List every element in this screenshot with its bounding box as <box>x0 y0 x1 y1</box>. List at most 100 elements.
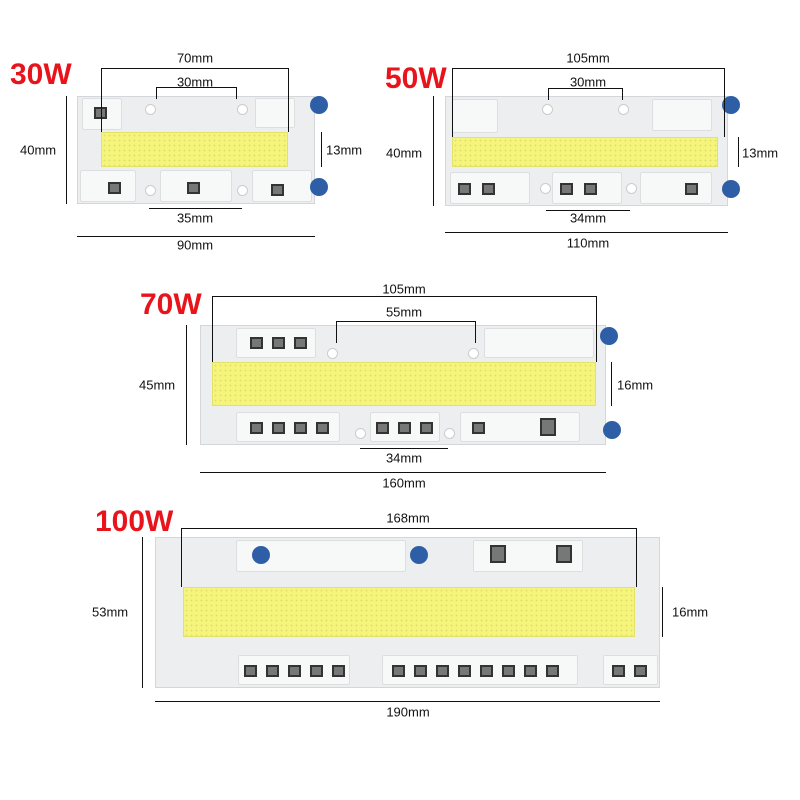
pad <box>484 328 594 358</box>
height-label: 40mm <box>20 142 57 158</box>
chip <box>244 665 257 677</box>
dimension-line <box>475 321 476 343</box>
strip-height-label: 16mm <box>672 604 709 620</box>
chip <box>187 182 200 194</box>
led-strip <box>101 132 288 167</box>
capacitor-icon <box>310 178 328 196</box>
strip-width-label: 105mm <box>566 50 610 66</box>
chip <box>458 665 471 677</box>
mount-hole <box>626 183 637 194</box>
dimension-line <box>155 701 660 702</box>
dimension-line <box>445 232 728 233</box>
dimension-line <box>236 87 237 99</box>
dimension-line <box>452 68 453 137</box>
pad <box>452 99 498 133</box>
overall-width-label: 160mm <box>382 475 426 491</box>
dimension-line <box>452 68 724 69</box>
dimension-line <box>611 362 612 406</box>
dimension-line <box>321 132 322 167</box>
chip <box>272 337 285 349</box>
chip <box>420 422 433 434</box>
wattage-title: 50W <box>385 62 447 95</box>
chip <box>612 665 625 677</box>
dimension-line <box>212 296 213 362</box>
chip <box>685 183 698 195</box>
chip <box>376 422 389 434</box>
height-label: 53mm <box>92 604 129 620</box>
chip <box>634 665 647 677</box>
led-strip <box>183 587 635 637</box>
chip <box>480 665 493 677</box>
pad <box>160 170 232 202</box>
dimension-line <box>622 88 623 100</box>
dimension-line <box>336 321 475 322</box>
bottom-hole-spacing-label: 34mm <box>569 210 607 226</box>
chip <box>316 422 329 434</box>
chip <box>271 184 284 196</box>
dimension-line <box>662 587 663 637</box>
mount-hole <box>618 104 629 115</box>
overall-width-label: 190mm <box>386 704 430 720</box>
led-strip <box>452 137 718 167</box>
chip <box>250 422 263 434</box>
chip <box>392 665 405 677</box>
chip <box>560 183 573 195</box>
chip <box>546 665 559 677</box>
led-strip <box>212 362 596 406</box>
chip <box>310 665 323 677</box>
chip <box>472 422 485 434</box>
dimension-line <box>101 68 288 69</box>
bottom-hole-spacing-label: 34mm <box>385 450 423 466</box>
mount-hole <box>542 104 553 115</box>
chip <box>584 183 597 195</box>
dimension-line <box>77 236 315 237</box>
chip <box>250 337 263 349</box>
mount-hole <box>237 185 248 196</box>
wattage-title: 70W <box>140 288 202 321</box>
wattage-title: 100W <box>95 505 174 538</box>
chip <box>490 545 506 563</box>
dimension-line <box>142 537 143 688</box>
capacitor-icon <box>722 96 740 114</box>
dimension-line <box>149 208 242 209</box>
capacitor-icon <box>252 546 270 564</box>
dimension-line <box>200 472 606 473</box>
dimension-line <box>738 137 739 167</box>
dimension-line <box>212 296 596 297</box>
dimension-line <box>156 87 236 88</box>
strip-height-label: 13mm <box>742 145 779 161</box>
mount-hole <box>468 348 479 359</box>
pad <box>640 172 712 204</box>
chip <box>108 182 121 194</box>
dimension-line <box>288 68 289 132</box>
dimension-line <box>181 528 636 529</box>
bottom-hole-spacing-label: 35mm <box>176 210 214 226</box>
mount-hole <box>355 428 366 439</box>
chip <box>266 665 279 677</box>
mount-hole <box>237 104 248 115</box>
chip <box>288 665 301 677</box>
overall-width-label: 110mm <box>566 235 610 251</box>
overall-width-label: 90mm <box>176 237 214 253</box>
capacitor-icon <box>410 546 428 564</box>
dimension-line <box>636 528 637 587</box>
capacitor-icon <box>722 180 740 198</box>
chip <box>294 337 307 349</box>
mount-hole <box>327 348 338 359</box>
dimension-line <box>596 296 597 362</box>
mount-hole <box>145 104 156 115</box>
strip-height-label: 16mm <box>617 377 654 393</box>
mount-hole <box>540 183 551 194</box>
wattage-title: 30W <box>10 58 72 91</box>
capacitor-icon <box>310 96 328 114</box>
mount-hole <box>145 185 156 196</box>
top-hole-spacing-label: 55mm <box>385 304 423 320</box>
dimension-line <box>156 87 157 99</box>
dimension-line <box>724 68 725 137</box>
dimension-line <box>433 96 434 206</box>
dimension-line <box>101 68 102 132</box>
dimension-line <box>548 88 622 89</box>
chip <box>482 183 495 195</box>
top-hole-spacing-label: 30mm <box>176 74 214 90</box>
dimension-line <box>186 325 187 445</box>
